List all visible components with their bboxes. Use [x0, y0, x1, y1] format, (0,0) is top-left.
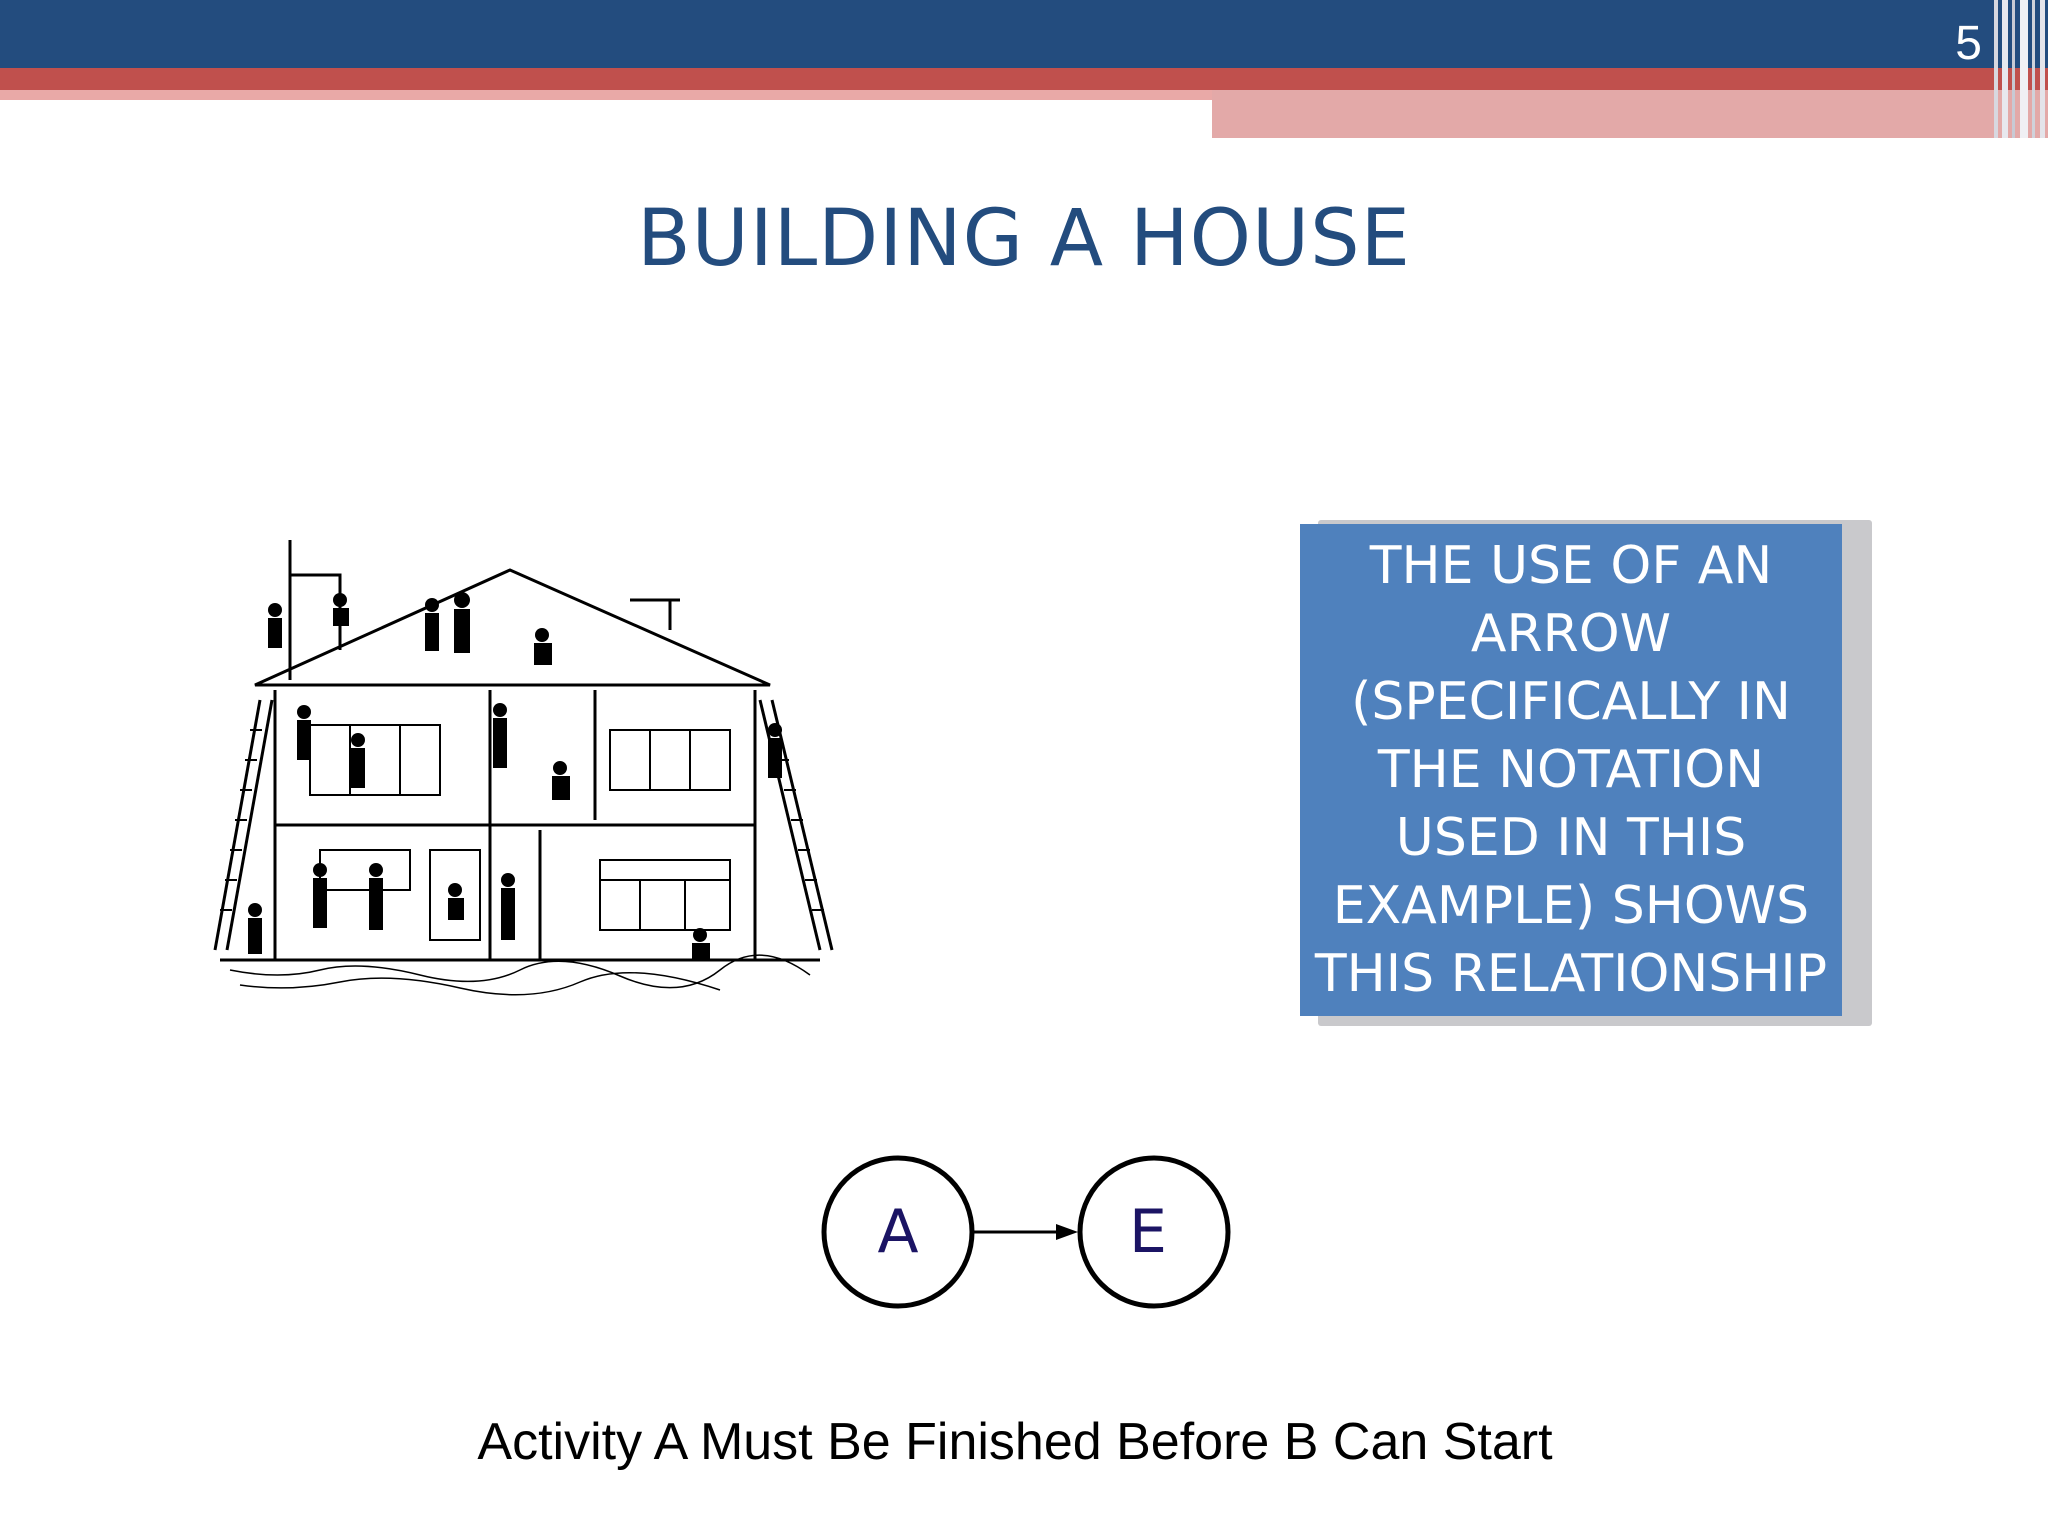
header-accent-strip: [0, 90, 1212, 100]
caption: Activity A Must Be Finished Before B Can…: [477, 1413, 1553, 1471]
node-b-label: E: [1129, 1197, 1167, 1267]
arrow-head: [1056, 1224, 1078, 1240]
precedence-diagram: A E: [821, 1155, 1231, 1309]
header-bar: [0, 0, 2048, 68]
callout-text: THE USE OF AN ARROW (SPECIFICALLY IN THE…: [1314, 536, 1828, 1004]
house-construction-illustration: [213, 540, 834, 996]
node-b: [1077, 1155, 1231, 1309]
slide-title: BUILDING A HOUSE: [637, 194, 1411, 285]
header-accent-bar: [0, 68, 2048, 90]
slide-number: 5: [1955, 17, 1982, 70]
header-stripes: [1988, 0, 2048, 138]
callout-box: THE USE OF AN ARROW (SPECIFICALLY IN THE…: [1300, 524, 1842, 1016]
header-accent-block: [1212, 90, 2048, 138]
node-a-label: A: [877, 1197, 918, 1267]
